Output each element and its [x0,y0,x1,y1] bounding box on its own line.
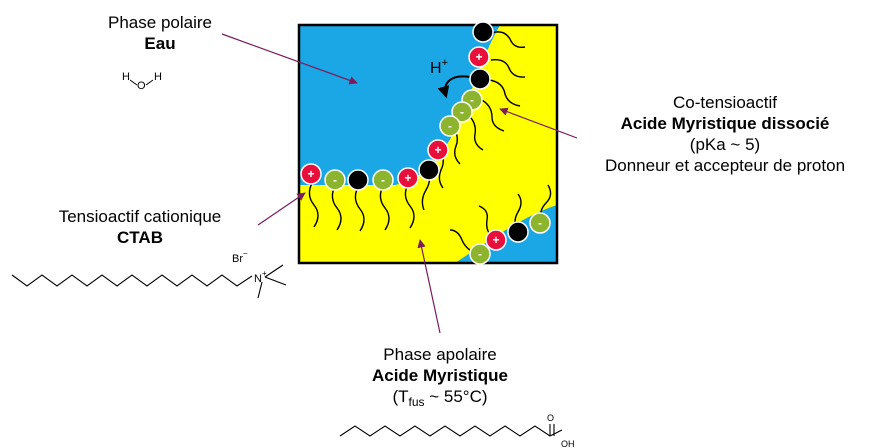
cationic-name: CTAB [117,228,163,247]
anionic-head [451,101,473,123]
water-molecule: H O H [122,71,162,92]
cationic-head [468,46,490,68]
apolar-phase-name: Acide Myristique [371,366,509,385]
neutral-head [469,68,491,90]
myristic-acid-molecule: O OH [339,413,575,448]
cosurfactant-role: Donneur et accepteur de proton [604,156,846,175]
apolar-phase-tfus: (Tfus ~ 55°C) [392,387,488,409]
minus-sign: - [538,216,542,230]
anionic-head [324,169,346,191]
plus-sign: + [475,50,482,64]
ctab-molecule: N+ Br− [11,249,287,299]
box-border [297,23,559,265]
minus-sign: - [381,173,385,187]
anionic-head [439,115,461,137]
myristic-carbonyl-o: O [547,413,554,423]
plus-sign: + [404,171,411,185]
apolar-phase-label: Phase apolaire Acide Myristique (Tfus ~ … [330,344,550,413]
cationic-title: Tensioactif cationique [58,207,222,226]
minus-sign: - [333,173,337,187]
neutral-head [507,221,529,243]
myristic-chain [339,425,563,437]
arrow-to-water [221,33,358,85]
minus-sign: - [460,105,464,119]
cationic-head [397,167,419,189]
neutral-head [418,159,440,181]
myristic-hydroxyl: OH [561,439,575,448]
cationic-head [485,229,507,251]
polar-phase-title: Phase polaire [108,13,212,32]
anionic-head [529,212,551,234]
plus-sign: + [307,167,314,181]
water-h2: H [154,71,162,83]
ctab-nitrogen: N+ [254,269,267,285]
cosurfactant-pka: (pKa ~ 5) [689,135,761,154]
ctab-bromide: Br− [232,249,248,265]
cosurfactant-name: Acide Myristique dissocié [620,114,830,133]
apolar-phase-title: Phase apolaire [383,345,497,364]
minus-sign: - [478,247,482,261]
water-h1: H [122,71,130,83]
cosurfactant-label: Co-tensioactif Acide Myristique dissocié… [575,92,875,176]
surfactant-heads: +---++--+-+- [300,21,551,265]
cationic-label: Tensioactif cationique CTAB [30,206,250,248]
pointer-arrows [221,33,578,334]
water-o: O [137,80,146,92]
polar-phase-name: Eau [144,34,176,53]
plus-sign: + [492,233,499,247]
cationic-head [427,139,449,161]
arrow-to-cosurfactant [499,107,578,139]
proton-arrow [437,75,471,99]
water-phase-region [299,25,500,185]
neutral-head [347,169,369,191]
arrow-to-oil [417,239,441,334]
ctab-chain [11,274,253,287]
minus-sign: - [470,93,474,107]
cationic-head [300,163,322,185]
neutral-head [472,21,494,43]
cosurfactant-title: Co-tensioactif [673,93,777,112]
arrow-to-ctab [257,192,306,226]
anionic-head [372,169,394,191]
anionic-head [469,243,491,265]
proton-transfer: H+ [430,57,471,99]
polar-phase-label: Phase polaire Eau [70,12,250,54]
minus-sign: - [448,119,452,133]
proton-label: H+ [430,57,448,77]
plus-sign: + [434,143,441,157]
